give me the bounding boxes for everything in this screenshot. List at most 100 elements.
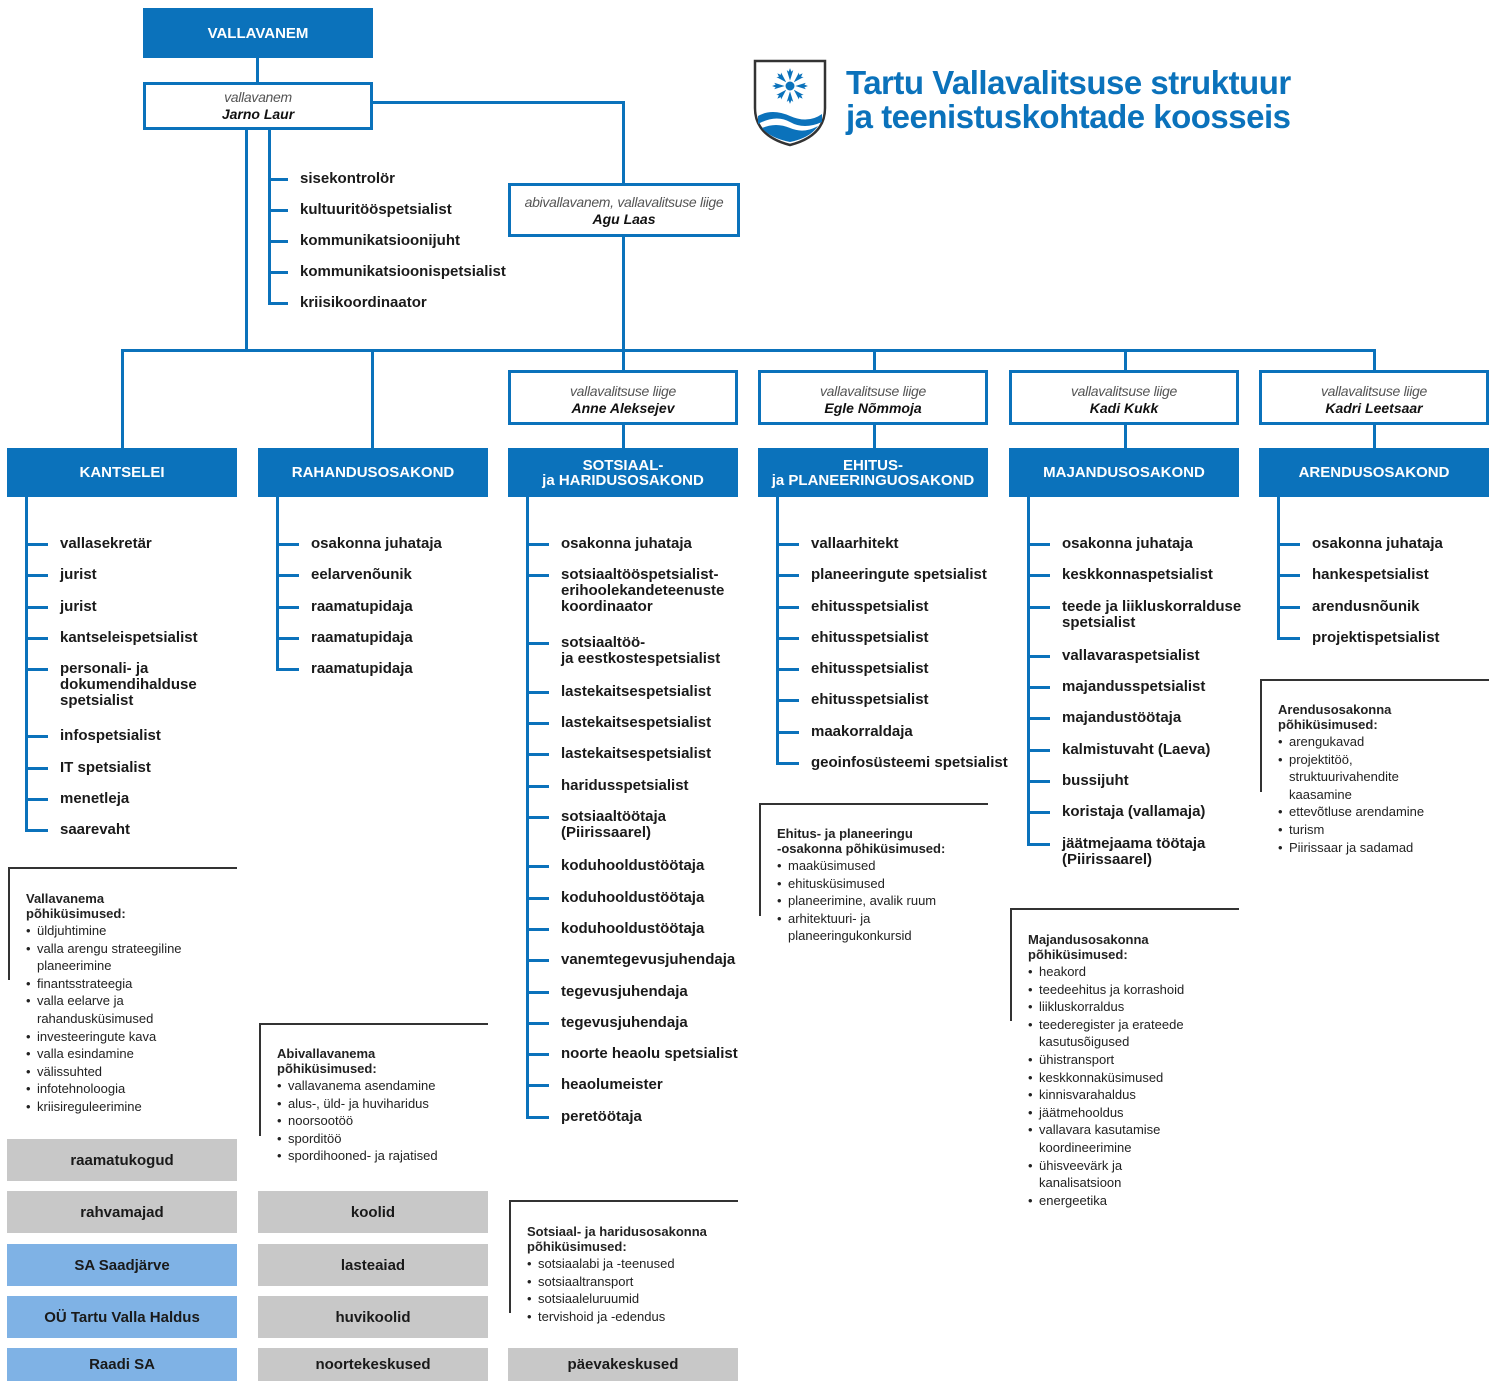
info-list-item: ühisveevärk ja kanalisatsioon [1028,1157,1238,1192]
mayor-person-box: vallavanem Jarno Laur [143,82,373,130]
staff-tick [279,668,299,671]
info-box-list: sotsiaalabi ja -teenusedsotsiaaltranspor… [527,1255,742,1325]
staff-tick [529,865,549,868]
info-list-item: jäätmehooldus [1028,1104,1238,1122]
staff-item: kalmistuvaht (Laeva) [1062,741,1211,758]
staff-tick [1030,686,1050,689]
info-list-item: arhitektuuri- ja planeeringukonkursid [777,910,987,945]
info-list-item: teederegister ja erateede kasutusõigused [1028,1016,1238,1051]
info-list-item: turism [1278,821,1488,839]
staff-item: arendusnõunik [1312,598,1420,615]
chart-title: Tartu Vallavalitsuse struktuur ja teenis… [846,66,1291,134]
staff-item: osakonna juhataja [561,535,692,552]
connector-line [873,349,876,370]
staff-item: kommunikatsioonijuht [300,232,461,249]
info-list-item: vallavanema asendamine [277,1077,487,1095]
staff-item: IT spetsialist [60,759,151,776]
connector-line [622,101,625,183]
info-list-item: teedeehitus ja korrashoid [1028,981,1238,999]
staff-item: bussijuht [1062,772,1129,789]
info-box-deputy: Abivallavanema põhiküsimused: vallavanem… [277,1046,487,1165]
staff-tick [529,897,549,900]
info-list-item: maaküsimused [777,857,987,875]
staff-tick [279,543,299,546]
info-box-border [759,803,988,805]
connector-line [1124,349,1127,370]
staff-tick [279,574,299,577]
staff-item: eelarvenõunik [311,566,412,583]
info-box-social: Sotsiaal- ja haridusosakonna põhiküsimus… [527,1224,742,1325]
info-list-item: liikluskorraldus [1028,998,1238,1016]
member-name: Anne Aleksejev [571,400,675,416]
staff-item: vallaarhitekt [811,535,899,552]
department-box: SOTSIAAL- ja HARIDUSOSAKOND [508,448,738,497]
staff-item: sisekontrolör [300,170,396,187]
info-box-title: Sotsiaal- ja haridusosakonna põhiküsimus… [527,1224,707,1254]
staff-item: ehitusspetsialist [811,660,929,677]
info-box-border [1010,908,1012,1021]
staff-item: vallasekretär [60,535,152,552]
staff-item: heaolumeister [561,1076,663,1093]
staff-tick [529,991,549,994]
staff-tick [279,637,299,640]
member-box: vallavalitsuse liige Egle Nõmmoja [758,370,988,425]
member-name: Kadi Kukk [1089,400,1159,416]
staff-tick [1030,574,1050,577]
department-box: EHITUS- ja PLANEERINGUOSAKOND [758,448,988,497]
staff-item: personali- ja dokumendihalduse spetsiali… [60,660,197,709]
info-box-title: Vallavanema põhiküsimused: [26,891,126,921]
staff-tick [268,302,288,305]
staff-tick [529,753,549,756]
entity-box: lasteaiad [258,1244,488,1286]
title-line-2: ja teenistuskohtade koosseis [846,98,1291,135]
staff-tick [529,816,549,819]
staff-tick [1030,655,1050,658]
staff-tick [1030,749,1050,752]
staff-item: maakorraldaja [811,723,913,740]
staff-item: tegevusjuhendaja [561,1014,688,1031]
deputy-person-box: abivallavanem, vallavalitsuse liige Agu … [508,183,740,237]
connector-line [268,130,271,305]
info-box-border [1260,679,1489,681]
info-list-item: valla esindamine [26,1045,236,1063]
staff-tick [28,829,48,832]
info-box-border [259,1023,488,1025]
staff-item: lastekaitsespetsialist [561,714,712,731]
info-list-item: spordihooned- ja rajatised [277,1147,487,1165]
staff-tick [779,574,799,577]
staff-tick [1030,843,1050,846]
staff-item: infospetsialist [60,727,161,744]
staff-item: lastekaitsespetsialist [561,683,712,700]
member-box: vallavalitsuse liige Kadri Leetsaar [1259,370,1489,425]
staff-item: kommunikatsioonispetsialist [300,263,506,280]
info-list-item: projektitöö, struktuurivahendite kaasami… [1278,751,1488,804]
deputy-name: Agu Laas [592,211,656,227]
staff-tick [1280,606,1300,609]
info-box-development: Arendusosakonna põhiküsimused: arengukav… [1278,702,1488,856]
department-box: KANTSELEI [7,448,237,497]
info-box-title: Majandusosakonna põhiküsimused: [1028,932,1149,962]
staff-tick [529,1084,549,1087]
staff-connector [25,497,28,832]
staff-item: vallavaraspetsialist [1062,647,1200,664]
info-list-item: valla eelarve ja rahandusküsimused [26,992,236,1027]
staff-tick [28,767,48,770]
staff-item: tegevusjuhendaja [561,983,688,1000]
info-box-title: Ehitus- ja planeeringu -osakonna põhiküs… [777,826,946,856]
staff-tick [529,1022,549,1025]
info-box-mayor: Vallavanema põhiküsimused: üldjuhtiminev… [26,891,236,1116]
info-box-construction: Ehitus- ja planeeringu -osakonna põhiküs… [777,826,987,945]
info-box-border [1260,679,1262,792]
cornflower-coat-of-arms-icon [753,59,827,147]
department-box: RAHANDUSOSAKOND [258,448,488,497]
staff-item: osakonna juhataja [311,535,442,552]
department-box: MAJANDUSOSAKOND [1009,448,1239,497]
mayor-name: Jarno Laur [221,106,295,122]
connector-line [1373,425,1376,448]
info-box-list: maaküsimusedehitusküsimusedplaneerimine,… [777,857,987,945]
info-box-border [8,867,237,869]
staff-tick [28,606,48,609]
staff-item: lastekaitsespetsialist [561,745,712,762]
info-box-border [8,867,10,980]
member-role: vallavalitsuse liige [1320,383,1428,399]
